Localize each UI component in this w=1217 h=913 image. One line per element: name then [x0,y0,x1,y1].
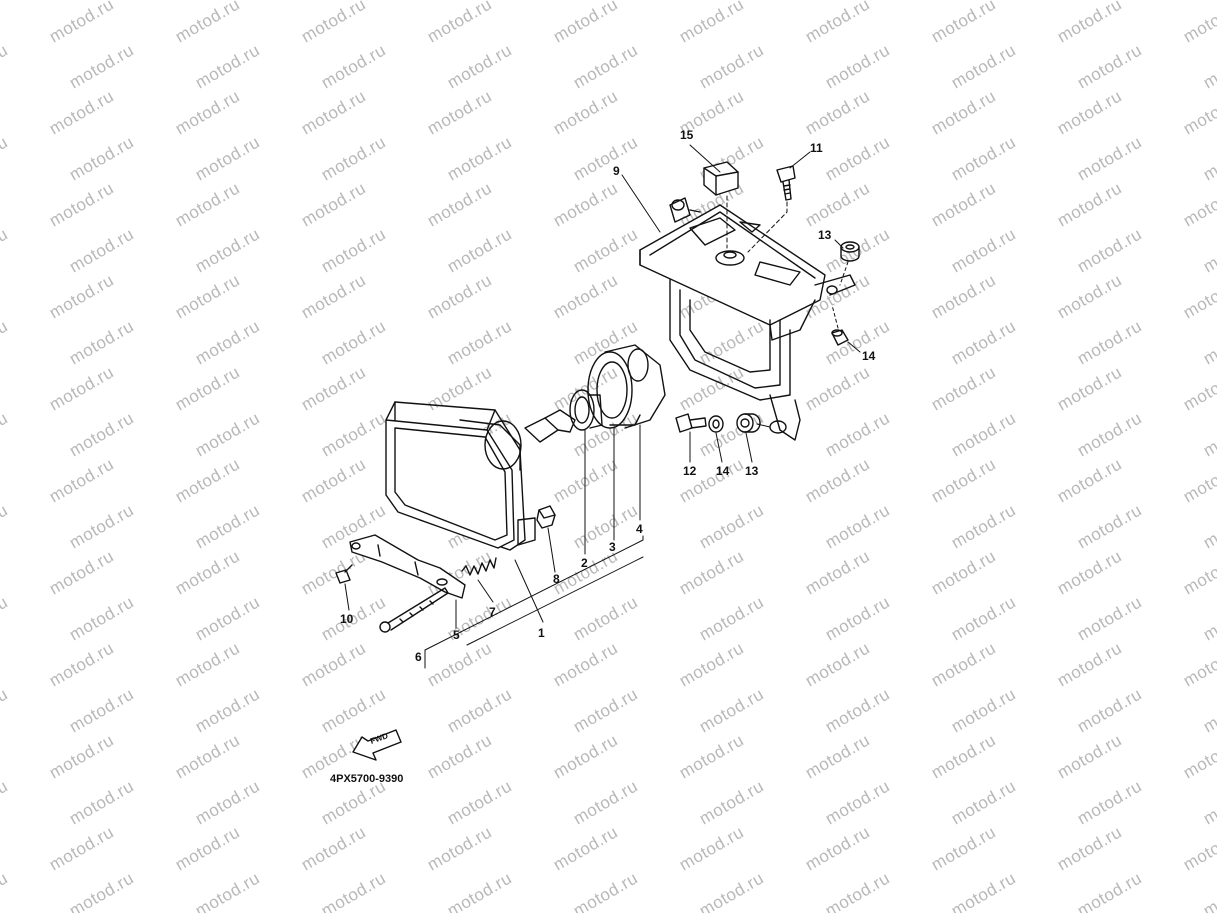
callout-14-lower: 14 [716,464,730,478]
grommet-13-lower [736,413,761,433]
callout-13-upper: 13 [818,228,832,242]
diagram-code: 4PX5700-9390 [330,773,404,785]
rubber-block [703,161,739,196]
headlight-lens-unit [385,401,536,551]
callout-11: 11 [810,141,823,155]
bolt-10 [335,564,353,584]
screw-6 [379,587,449,633]
callout-9: 9 [613,164,620,178]
grommet-13-upper [840,241,860,262]
callout-14-upper: 14 [862,349,876,363]
callout-10: 10 [340,612,354,626]
callout-4: 4 [636,522,643,536]
bulb-socket [587,344,666,429]
callout-15: 15 [680,128,694,142]
spring-7 [461,557,497,576]
bolt-12 [675,413,707,433]
headlight-stay-bracket [639,197,856,441]
collar-14-upper [831,329,849,346]
callout-7: 7 [489,605,496,619]
nut-8 [536,505,556,529]
callout-6: 6 [415,650,422,664]
callout-8: 8 [553,572,560,586]
callout-2: 2 [581,556,588,570]
callout-1: 1 [538,626,545,640]
bulb [524,389,603,443]
callout-3: 3 [609,540,616,554]
callout-13-lower: 13 [745,464,759,478]
callout-12: 12 [683,464,697,478]
washer-14-lower [708,415,724,433]
bolt-11 [776,165,796,201]
bracket-plate [349,534,466,599]
leader-lines [344,144,861,669]
fwd-arrow-icon [352,729,402,761]
callout-5: 5 [453,628,460,642]
